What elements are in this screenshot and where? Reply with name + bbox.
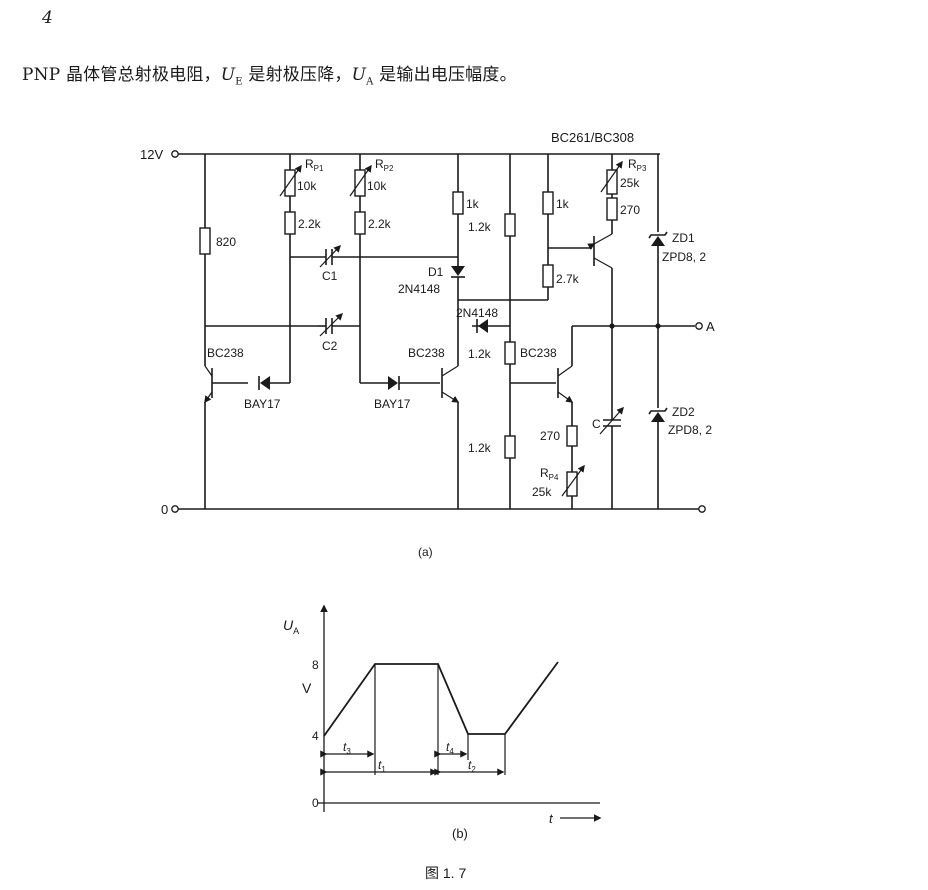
diode-bay17-a bbox=[258, 376, 290, 390]
rp2-value: 10k bbox=[367, 179, 387, 193]
diode-d1 bbox=[451, 266, 465, 278]
resistor-2k2-a bbox=[284, 211, 296, 235]
label-1k2-c: 1.2k bbox=[468, 441, 492, 455]
diode-bay17-b bbox=[360, 376, 440, 390]
y-unit: V bbox=[302, 680, 312, 696]
transistor-q2 bbox=[441, 365, 460, 403]
zd1-label: ZD1 bbox=[672, 231, 695, 245]
ground-label: 0 bbox=[161, 502, 168, 517]
pnp-header: BC261/BC308 bbox=[551, 130, 634, 145]
label-270-b: 270 bbox=[540, 429, 560, 443]
d2-part: 2N4148 bbox=[456, 306, 498, 320]
ue-subscript: E bbox=[235, 76, 243, 88]
label-2k2-b: 2.2k bbox=[368, 217, 392, 231]
t2-label: t2 bbox=[468, 758, 476, 774]
y-tick-0: 0 bbox=[312, 796, 319, 810]
waveform-caption: (b) bbox=[452, 826, 468, 841]
ua-text: 是输出电压幅度。 bbox=[373, 65, 517, 85]
waveform-curve bbox=[323, 661, 559, 737]
transistor-pnp bbox=[587, 233, 613, 269]
c2-label: C2 bbox=[322, 339, 338, 353]
y-axis-var: UA bbox=[283, 617, 299, 636]
label-1k2-b: 1.2k bbox=[468, 347, 492, 361]
supply-label: 12V bbox=[140, 147, 163, 162]
c1-label: C1 bbox=[322, 269, 338, 283]
resistor-270-a bbox=[606, 197, 618, 221]
zd1-part: ZPD8, 2 bbox=[662, 250, 706, 264]
rp2-label: RP2 bbox=[375, 157, 394, 173]
circuit-caption: (a) bbox=[418, 545, 433, 559]
label-1k-a: 1k bbox=[466, 197, 480, 211]
output-terminal bbox=[695, 322, 703, 330]
x-axis-var: t bbox=[549, 811, 554, 826]
ue-text: 是射极压降， bbox=[242, 65, 352, 85]
resistor-2k2-b bbox=[354, 211, 366, 235]
diode-2n4148-b bbox=[472, 319, 510, 333]
label-820: 820 bbox=[216, 235, 236, 249]
resistor-270-b bbox=[566, 425, 578, 447]
rp3-label: RP3 bbox=[628, 157, 647, 173]
label-270-a: 270 bbox=[620, 203, 640, 217]
bay17-b-label: BAY17 bbox=[374, 397, 411, 411]
ua-subscript: A bbox=[366, 76, 374, 88]
intro-lead: PNP 晶体管总射极电阻， bbox=[22, 65, 221, 85]
rp1-value: 10k bbox=[297, 179, 317, 193]
waveform-plot: UA V 8 4 0 t t3 t1 t4 t2 bbox=[283, 604, 602, 826]
supply-terminal bbox=[171, 150, 179, 158]
transistor-q1 bbox=[204, 365, 248, 404]
zener-zd1 bbox=[648, 231, 668, 246]
ue-variable: U bbox=[220, 65, 236, 85]
y-tick-4: 4 bbox=[312, 729, 319, 743]
rp1-label: RP1 bbox=[305, 157, 324, 173]
page-number: 4 bbox=[42, 8, 53, 28]
zd2-part: ZPD8, 2 bbox=[668, 423, 712, 437]
ground-terminal bbox=[171, 505, 179, 513]
resistor-1k2-a bbox=[504, 213, 516, 237]
label-1k-b: 1k bbox=[556, 197, 570, 211]
resistor-820 bbox=[199, 227, 211, 255]
resistor-rp4 bbox=[566, 471, 578, 497]
t3-label: t3 bbox=[343, 740, 351, 756]
zener-zd2 bbox=[648, 407, 668, 422]
q1-label: BC238 bbox=[207, 346, 244, 360]
c-label: C bbox=[592, 417, 601, 431]
rp3-value: 25k bbox=[620, 176, 640, 190]
output-label: A bbox=[706, 319, 715, 334]
d1-label: D1 bbox=[428, 265, 444, 279]
rp4-value: 25k bbox=[532, 485, 552, 499]
ua-variable: U bbox=[351, 65, 367, 85]
resistor-rp1 bbox=[284, 169, 296, 197]
d1-part: 2N4148 bbox=[398, 282, 440, 296]
label-2k2-a: 2.2k bbox=[298, 217, 322, 231]
ground-right-terminal bbox=[698, 505, 706, 513]
resistor-1k2-c bbox=[504, 435, 516, 459]
resistor-2k7 bbox=[542, 264, 554, 288]
t1-label: t1 bbox=[378, 758, 386, 774]
rp4-label: RP4 bbox=[540, 466, 559, 482]
q2-label: BC238 bbox=[408, 346, 445, 360]
resistor-1k-a bbox=[452, 191, 464, 215]
label-1k2-a: 1.2k bbox=[468, 220, 492, 234]
resistor-1k-b bbox=[542, 191, 554, 215]
resistor-1k2-b bbox=[504, 341, 516, 365]
resistor-rp2 bbox=[354, 169, 366, 197]
y-tick-8: 8 bbox=[312, 658, 319, 672]
t4-label: t4 bbox=[446, 740, 454, 756]
figure-caption: 图 1. 7 bbox=[425, 865, 466, 881]
label-2k7: 2.7k bbox=[556, 272, 580, 286]
zd2-label: ZD2 bbox=[672, 405, 695, 419]
transistor-q3 bbox=[557, 365, 574, 403]
bay17-a-label: BAY17 bbox=[244, 397, 281, 411]
q3-label: BC238 bbox=[520, 346, 557, 360]
intro-text: PNP 晶体管总射极电阻，UE 是射极压降，UA 是输出电压幅度。 bbox=[22, 60, 517, 87]
